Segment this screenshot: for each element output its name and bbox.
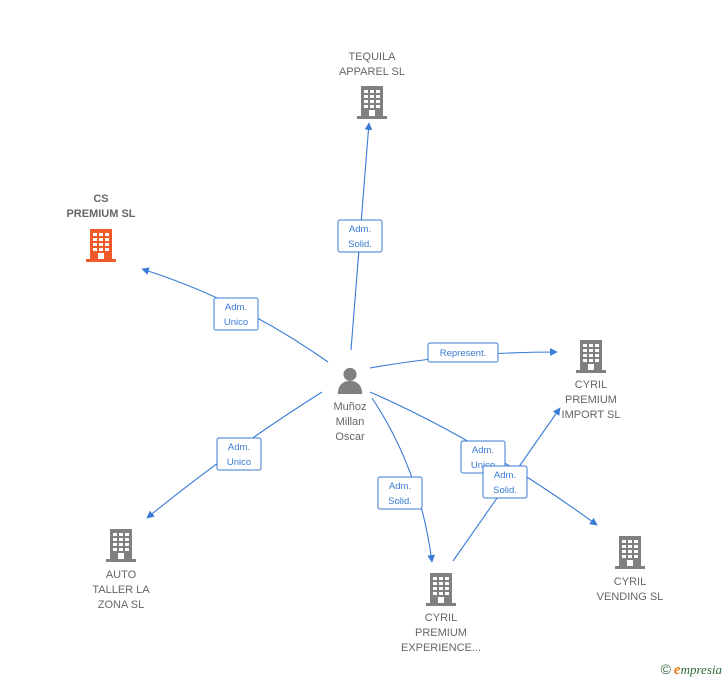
building-icon: [576, 340, 606, 373]
node-cs[interactable]: CS PREMIUM SL: [66, 193, 136, 262]
relationship-box: [337, 219, 383, 253]
edge-label-e2[interactable]: Adm. Unico: [213, 297, 259, 331]
relationship-label-line: Adm.: [389, 481, 411, 492]
node-cyril-vending[interactable]: CYRIL VENDING SL: [597, 536, 664, 603]
relationship-label-line: Unico: [471, 460, 495, 471]
relationship-label-line: Adm.: [494, 470, 516, 481]
node-label-line: ZONA SL: [98, 599, 144, 611]
relationship-box: [482, 465, 528, 499]
node-label-line: PREMIUM: [415, 627, 467, 639]
node-label-line: VENDING SL: [597, 591, 664, 603]
edge-label-e1[interactable]: Adm. Solid.: [337, 219, 383, 253]
building-icon: [615, 536, 645, 569]
relationship-box: [427, 342, 499, 363]
relationship-label-line: Solid.: [493, 485, 517, 496]
edge-label-e4[interactable]: Adm. Unico: [216, 437, 262, 471]
brand-logo-text: mpresia: [680, 662, 722, 677]
relationship-label-line: Adm.: [228, 442, 250, 453]
relationship-box: [377, 476, 423, 510]
relationship-label-line: Adm.: [349, 224, 371, 235]
relationship-label-line: Adm.: [472, 445, 494, 456]
node-cyril-exp[interactable]: CYRIL PREMIUM EXPERIENCE...: [401, 573, 481, 654]
node-label-line: TEQUILA: [348, 51, 396, 63]
brand-logo-initial: e: [673, 662, 681, 678]
node-label-line: PREMIUM: [565, 394, 617, 406]
relationship-label-line: Solid.: [388, 496, 412, 507]
node-cyril-import[interactable]: CYRIL PREMIUM IMPORT SL: [562, 340, 621, 421]
edge-label-e5[interactable]: Adm. Solid.: [377, 476, 423, 510]
copyright-footer: ©empresia: [661, 661, 722, 679]
relationship-label-line: Unico: [227, 457, 251, 468]
edge-label-e3[interactable]: Represent.: [427, 342, 499, 363]
building-icon: [106, 529, 136, 562]
person-icon: [337, 367, 363, 394]
edge-labels-layer: Adm.Solid.Adm.UnicoRepresent.Adm.UnicoAd…: [213, 219, 528, 510]
building-icon: [86, 229, 116, 262]
node-label-line: CS: [93, 193, 108, 205]
node-label-line: PREMIUM SL: [66, 208, 135, 220]
node-tequila[interactable]: TEQUILA APPAREL SL: [339, 51, 405, 119]
relationship-label-line: Unico: [224, 317, 248, 328]
node-label-line: IMPORT SL: [562, 409, 621, 421]
node-label-line: Oscar: [335, 431, 365, 443]
edge-label-e7[interactable]: Adm. Solid.: [482, 465, 528, 499]
node-label-line: APPAREL SL: [339, 66, 405, 78]
node-label-line: EXPERIENCE...: [401, 642, 481, 654]
node-label-line: CYRIL: [575, 379, 607, 391]
node-label-line: Millan: [336, 416, 365, 428]
node-label-line: CYRIL: [614, 576, 646, 588]
copyright-icon: ©: [660, 661, 671, 677]
node-label-line: CYRIL: [425, 612, 457, 624]
edges-layer: [141, 122, 598, 563]
relationship-box: [213, 297, 259, 331]
building-icon: [426, 573, 456, 606]
relationship-label-line: Adm.: [225, 302, 247, 313]
node-label-line: AUTO: [106, 569, 137, 581]
relationship-label-line: Represent.: [440, 348, 486, 359]
node-auto[interactable]: AUTO TALLER LA ZONA SL: [92, 529, 150, 611]
node-label-line: TALLER LA: [92, 584, 150, 596]
nodes-layer: TEQUILA APPAREL SL CS PREMIUM SL CYRIL PREMIU…: [66, 51, 663, 654]
node-label-line: Muñoz: [333, 401, 366, 413]
relationship-box: [216, 437, 262, 471]
building-icon: [357, 86, 387, 119]
relationship-label-line: Solid.: [348, 239, 372, 250]
edge-person-to-cyril_exp: [371, 397, 435, 563]
